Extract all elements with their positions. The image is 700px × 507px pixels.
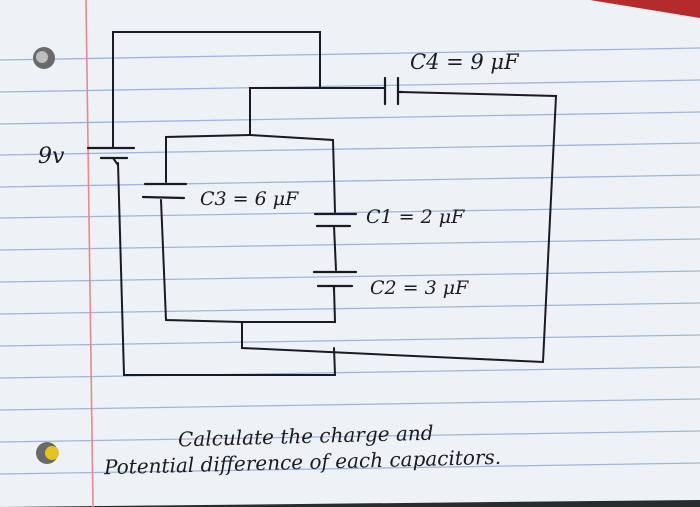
battery-symbol [86,146,136,166]
c1-symbol [313,212,358,228]
c3-label: C3 = 6 μF [200,188,299,210]
c3-symbol [141,182,188,200]
c2-symbol [312,270,358,292]
circuit-wires [112,31,558,376]
margin-line [85,0,94,507]
c4-label: C4 = 9 μF [410,50,519,74]
battery-label: 9v [38,144,65,169]
binder-hole-bottom-inner [45,446,59,460]
red-object [590,0,700,18]
ruled-lines [0,47,700,475]
binder-hole-top-inner [36,51,48,63]
c1-label: C1 = 2 μF [366,206,465,228]
c4-symbol [383,76,404,106]
c2-label: C2 = 3 μF [370,277,469,299]
